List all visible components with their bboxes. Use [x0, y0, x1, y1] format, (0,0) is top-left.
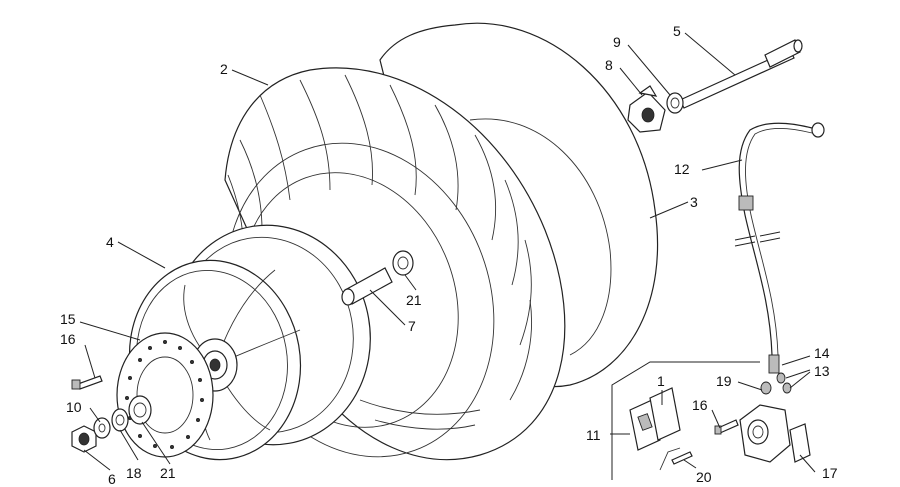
- callout-19: 19: [716, 373, 732, 389]
- callout-10: 10: [66, 399, 82, 415]
- callout-5: 5: [673, 23, 681, 39]
- callout-16-left: 16: [60, 331, 76, 347]
- spacer-and-bearing: [341, 250, 414, 306]
- callout-8: 8: [605, 57, 613, 73]
- callout-3: 3: [690, 194, 698, 210]
- callout-21-right: 21: [406, 292, 422, 308]
- callout-6: 6: [108, 471, 116, 487]
- callout-17: 17: [822, 465, 838, 481]
- callout-4: 4: [106, 234, 114, 250]
- brake-disc: [116, 332, 214, 458]
- brake-caliper: [714, 372, 811, 463]
- callout-15: 15: [60, 311, 76, 327]
- leader-lines: [79, 32, 816, 473]
- callout-12: 12: [674, 161, 690, 177]
- caliper-group-bracket: [611, 361, 760, 480]
- hub-fasteners-left: [71, 375, 152, 453]
- brake-pads: [629, 387, 681, 451]
- callout-1: 1: [657, 373, 665, 389]
- callout-20: 20: [696, 469, 712, 485]
- callout-14: 14: [814, 345, 830, 361]
- callout-18: 18: [126, 465, 142, 481]
- pad-pin: [659, 447, 693, 471]
- brake-hose: [734, 122, 825, 374]
- callout-11: 11: [586, 427, 601, 443]
- callout-13: 13: [814, 363, 830, 379]
- callout-labels: 1 2 3 4 5 6 7 8 9 10 11 12 13 14 15 16 1…: [60, 23, 838, 487]
- callout-7: 7: [408, 318, 416, 334]
- callout-9: 9: [613, 34, 621, 50]
- callout-21-left: 21: [160, 465, 176, 481]
- callout-16-right: 16: [692, 397, 708, 413]
- axle-assembly: [627, 39, 803, 133]
- callout-2: 2: [220, 61, 228, 77]
